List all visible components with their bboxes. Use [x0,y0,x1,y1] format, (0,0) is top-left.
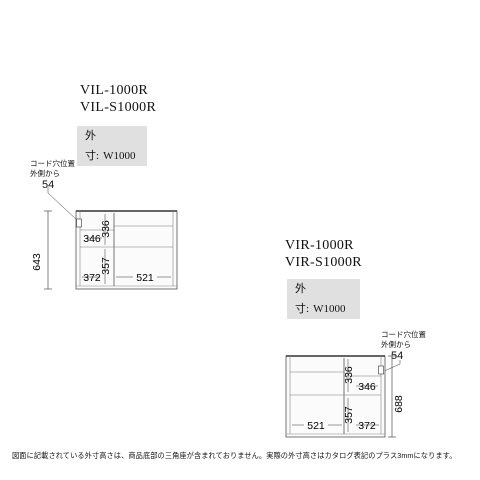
right-cord-label-1: コード穴位置 [381,330,426,339]
right-lower-right-dim: 372 [358,420,376,432]
footnote: 図面に記載されている外寸高さは、商品底部の三角座が含まれておりません。実際の外寸… [12,451,457,460]
right-cabinet-outline [285,355,386,438]
right-model-name-1: VIR-1000R [285,238,354,253]
right-upper-left-dim: 346 [358,381,376,393]
left-upper-left-dim: 346 [83,233,101,245]
left-width-badge: 外寸:W1000 [77,126,147,166]
left-width-label: 外寸: [85,130,100,162]
right-cord-hole [378,365,384,375]
left-height-dim: 643 [31,253,43,271]
right-height-dim: 688 [393,395,405,413]
right-width-value: W1000 [313,303,346,315]
right-width-badge: 外寸:W1000 [287,279,360,319]
right-width-label: 外寸: [295,283,310,315]
right-lower-height-dim: 357 [343,406,355,424]
left-lower-right-dim: 521 [136,272,154,284]
left-cord-label-1: コード穴位置 [30,159,75,168]
left-lower-height-dim: 357 [100,257,112,275]
left-cord-value: 54 [42,179,55,191]
left-cord-label-2: 外側から [30,169,60,178]
right-upper-right-dim: 336 [343,366,355,384]
left-cord-note: コード穴位置 外側から 54 [30,159,75,192]
right-cord-value: 54 [391,350,404,362]
left-width-value: W1000 [103,150,136,162]
left-upper-right-dim: 336 [100,220,112,238]
right-model-name-2: VIR-S1000R [285,255,362,270]
left-cord-leader [47,187,79,222]
right-cord-leader [381,360,401,373]
left-cord-hole [76,218,82,228]
left-model-name-2: VIL-S1000R [80,100,157,115]
right-cord-note: コード穴位置 外側から 54 [381,330,426,363]
right-lower-left-dim: 521 [307,420,325,432]
right-cord-label-2: 外側から [381,340,411,349]
left-model-name-1: VIL-1000R [80,83,149,98]
left-lower-left-dim: 372 [83,272,101,284]
